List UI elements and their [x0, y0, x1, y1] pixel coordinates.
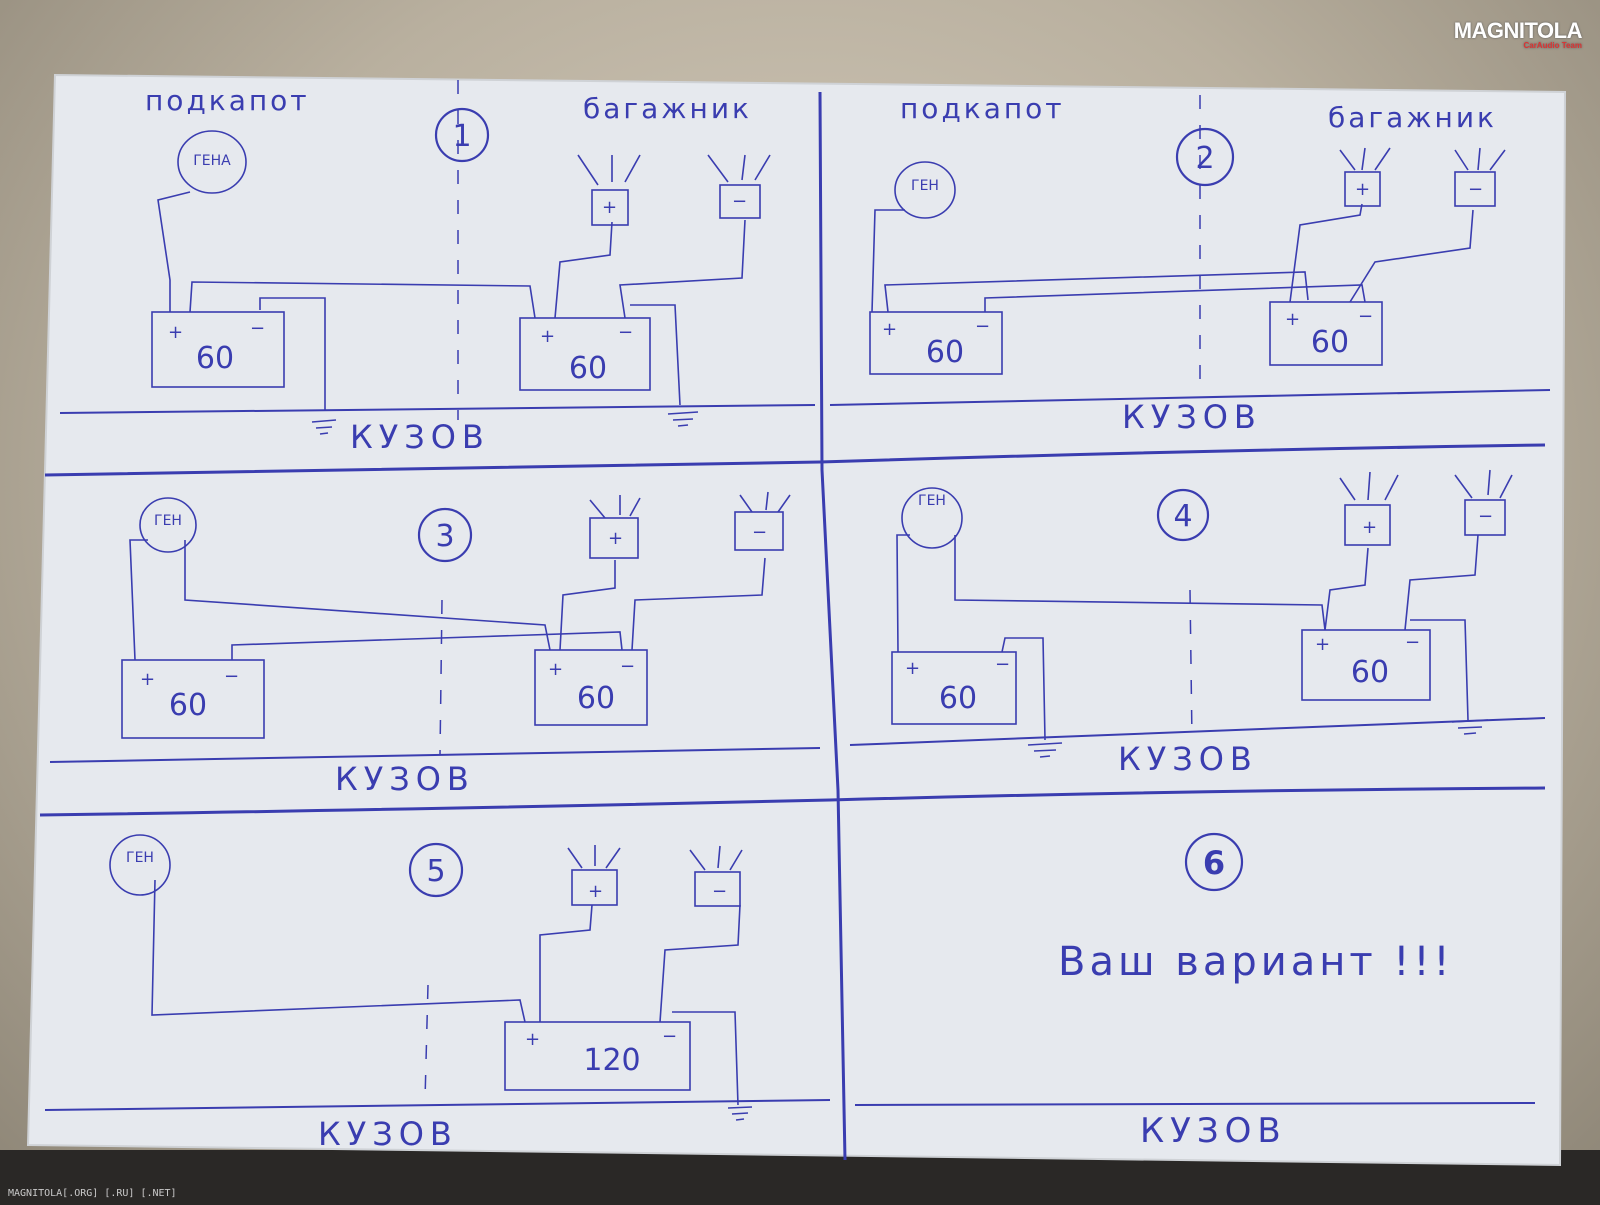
number-circles: [408, 107, 1244, 898]
body-lines: [44, 389, 1551, 1111]
plus-mark: +: [140, 669, 155, 690]
panel-4-battery-2: 60: [1351, 655, 1389, 690]
panel-5-wiring: [109, 834, 743, 1106]
panel-3-number: 3: [435, 519, 454, 554]
plus-mark: +: [882, 319, 897, 340]
minus-mark: −: [752, 522, 767, 543]
panel-4-wiring: [891, 469, 1513, 741]
panel-5-gen-label: ГЕН: [126, 850, 154, 866]
panel-1-wiring: [151, 130, 771, 410]
plus-mark: +: [168, 322, 183, 343]
minus-mark: −: [1468, 179, 1483, 200]
panel-1-body-label: КУЗОВ: [350, 418, 490, 456]
panel-1-gen-label: ГЕНА: [193, 153, 231, 169]
plus-mark: +: [602, 197, 617, 218]
minus-mark: −: [732, 191, 747, 212]
watermark-logo: MAGNITOLA CarAudio Team: [1453, 18, 1583, 50]
panel-2-battery-2: 60: [1311, 325, 1349, 360]
panel-2-battery-1: 60: [926, 335, 964, 370]
panel-3-battery-2: 60: [577, 681, 615, 716]
panel-6-body-label: КУЗОВ: [1140, 1111, 1287, 1151]
panel-6-number: 6: [1203, 844, 1225, 882]
polarity-marks: + − + − + − + − + − + − + − + − + − + − …: [140, 179, 1493, 1050]
minus-mark: −: [1358, 306, 1373, 327]
watermark-logo-text: MAGNITOLA: [1453, 18, 1583, 43]
panel-2-body-label: КУЗОВ: [1122, 398, 1262, 436]
panel-3-gen-label: ГЕН: [154, 513, 182, 529]
paper-background: [26, 73, 1567, 1167]
plus-mark: +: [588, 881, 603, 902]
label-trunk-1: багажник: [583, 92, 752, 125]
panel-1-number: 1: [452, 119, 471, 154]
label-under-hood-2: подкапот: [900, 92, 1065, 125]
panel-5-body-label: КУЗОВ: [318, 1115, 458, 1153]
plus-mark: +: [608, 528, 623, 549]
minus-mark: −: [712, 881, 727, 902]
label-trunk-2: багажник: [1328, 101, 1497, 134]
plus-mark: +: [1285, 309, 1300, 330]
panel-dividers: [39, 91, 1546, 1161]
watermark-logo-sub: CarAudio Team: [1523, 41, 1582, 50]
plus-mark: +: [540, 326, 555, 347]
panel-5-number: 5: [426, 854, 445, 889]
panel-2-gen-label: ГЕН: [911, 178, 939, 194]
minus-mark: −: [975, 316, 990, 337]
plus-mark: +: [1355, 179, 1370, 200]
minus-mark: −: [224, 666, 239, 687]
center-dashes: [424, 80, 1201, 1101]
panel-6-caption: Ваш вариант !!!: [1058, 939, 1454, 985]
minus-mark: −: [662, 1026, 677, 1047]
panel-2-number: 2: [1195, 141, 1214, 176]
minus-mark: −: [618, 322, 633, 343]
minus-mark: −: [250, 318, 265, 339]
plus-mark: +: [905, 658, 920, 679]
panel-3-wiring: [121, 491, 791, 739]
panel-4-number: 4: [1173, 499, 1192, 534]
minus-mark: −: [1478, 506, 1493, 527]
panel-1-battery-2: 60: [569, 351, 607, 386]
panel-2-wiring: [869, 147, 1506, 375]
watermark-footer: MAGNITOLA[.ORG] [.RU] [.NET]: [8, 1188, 177, 1199]
panel-4-gen-label: ГЕН: [918, 493, 946, 509]
plus-mark: +: [548, 659, 563, 680]
plus-mark: +: [1362, 517, 1377, 538]
minus-mark: −: [995, 654, 1010, 675]
plus-mark: +: [525, 1029, 540, 1050]
panel-3-body-label: КУЗОВ: [335, 760, 475, 798]
panel-3-battery-1: 60: [169, 688, 207, 723]
panel-5-battery: 120: [583, 1043, 640, 1078]
panel-4-body-label: КУЗОВ: [1118, 740, 1258, 778]
label-under-hood-1: подкапот: [145, 84, 310, 117]
ground-symbols: [311, 411, 1489, 1121]
panel-1-battery-1: 60: [196, 341, 234, 376]
plus-mark: +: [1315, 634, 1330, 655]
panel-4-battery-1: 60: [939, 681, 977, 716]
minus-mark: −: [1405, 632, 1420, 653]
minus-mark: −: [620, 656, 635, 677]
